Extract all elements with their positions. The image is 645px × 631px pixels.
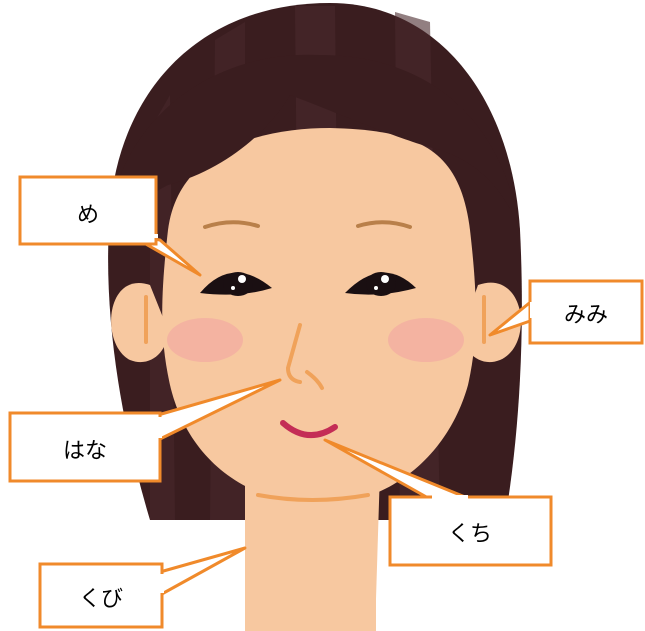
callout-neck: くび <box>40 548 245 627</box>
label-eye: め <box>77 203 99 228</box>
label-mouth: くち <box>448 522 492 547</box>
right-cheek <box>388 318 464 362</box>
left-cheek <box>167 318 243 362</box>
face <box>162 128 476 505</box>
label-ear: みみ <box>564 303 608 328</box>
label-nose: はな <box>63 439 107 464</box>
label-neck: くび <box>79 587 123 612</box>
